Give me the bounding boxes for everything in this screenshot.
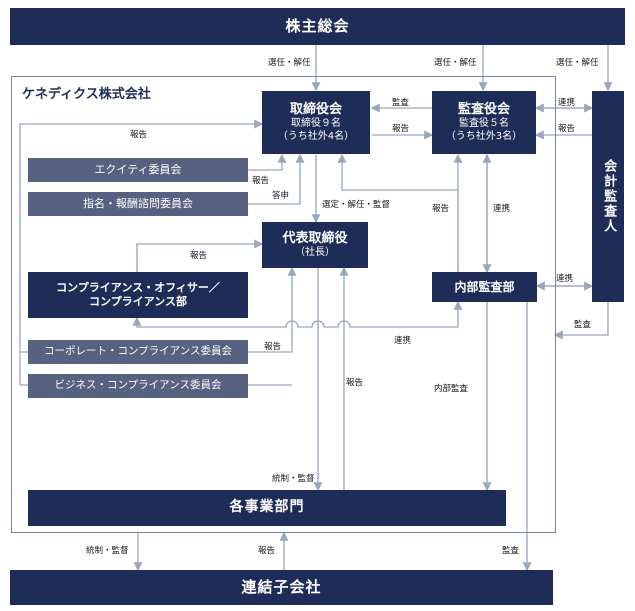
subsidiaries-box: 連結子会社 [10,570,553,605]
ceo-sub: （社長） [295,246,335,258]
label-audit-external: 監査 [574,320,592,330]
board-of-directors-box: 取締役会 取締役９名 （うち社外4名） [262,91,370,154]
accounting-auditor-label: 会計監査人 [601,159,617,234]
label-audit-sub: 監査 [502,546,520,556]
audit-board-members: 監査役５名 [459,118,509,130]
label-appoint-dismiss-external: 選任・解任 [556,58,599,68]
label-coop-internal-external: 連携 [556,274,574,284]
label-report-equity: 報告 [252,176,270,186]
label-report-left: 報告 [130,130,148,140]
label-internal-audit: 内部監査 [434,384,469,394]
internal-audit-label: 内部監査部 [454,279,515,294]
compliance-officer-line1: コンプライアンス・オフィサー／ [56,281,220,295]
shareholders-meeting-box: 株主総会 [10,8,625,45]
label-coop-auditors: 連携 [493,204,511,214]
label-audit-board: 監査 [392,98,410,108]
board-members: 取締役９名 [291,118,341,130]
board-title: 取締役会 [289,101,342,117]
label-coop-external: 連携 [558,98,576,108]
label-report-external: 報告 [558,124,576,134]
label-report-ceo: 報告 [346,378,364,388]
business-divisions-box: 各事業部門 [28,490,506,526]
label-appoint-dismiss-auditors: 選任・解任 [434,58,477,68]
audit-board-title: 監査役会 [457,101,510,117]
audit-board-box: 監査役会 監査役５名 （うち社外3名） [432,91,536,154]
label-control-supervise: 統制・監督 [272,474,315,484]
label-report-sub: 報告 [258,546,276,556]
shareholders-meeting-label: 株主総会 [285,17,350,36]
label-appoint-dismiss-board: 選任・解任 [268,58,311,68]
label-report-to-auditors: 報告 [432,204,450,214]
label-select-dismiss-supervise: 選定・解任・監督 [322,200,391,210]
label-coop-compliance: 連携 [394,336,412,346]
subsidiaries-label: 連結子会社 [241,578,322,597]
compliance-officer-line2: コンプライアンス部 [88,295,187,308]
compliance-officer-box: コンプライアンス・オフィサー／ コンプライアンス部 [28,272,248,318]
label-control-supervise-sub: 統制・監督 [86,546,129,556]
business-compliance-label: ビジネス・コンプライアンス委員会 [54,379,222,392]
equity-committee-label: エクイティ委員会 [94,163,182,177]
company-name: ケネディクス株式会社 [22,87,151,102]
ceo-title: 代表取締役 [282,230,348,246]
label-report-corporate: 報告 [264,342,282,352]
label-report-compliance: 報告 [190,251,208,261]
nomination-committee-box: 指名・報酬諮問委員会 [28,192,248,216]
corporate-compliance-label: コーポレート・コンプライアンス委員会 [43,345,233,358]
nomination-committee-label: 指名・報酬諮問委員会 [83,197,193,211]
label-advice: 答申 [272,191,290,201]
internal-audit-box: 内部監査部 [432,272,537,302]
ceo-box: 代表取締役 （社長） [262,222,368,268]
corporate-compliance-box: コーポレート・コンプライアンス委員会 [28,340,248,364]
audit-board-outside-members: （うち社外3名） [445,130,523,142]
business-compliance-box: ビジネス・コンプライアンス委員会 [28,374,248,398]
label-report-auditors: 報告 [392,124,410,134]
board-outside-members: （うち社外4名） [277,130,355,142]
company-frame [11,76,556,533]
equity-committee-box: エクイティ委員会 [28,158,248,182]
business-divisions-label: 各事業部門 [229,499,305,516]
accounting-auditor-box: 会計監査人 [592,91,624,302]
